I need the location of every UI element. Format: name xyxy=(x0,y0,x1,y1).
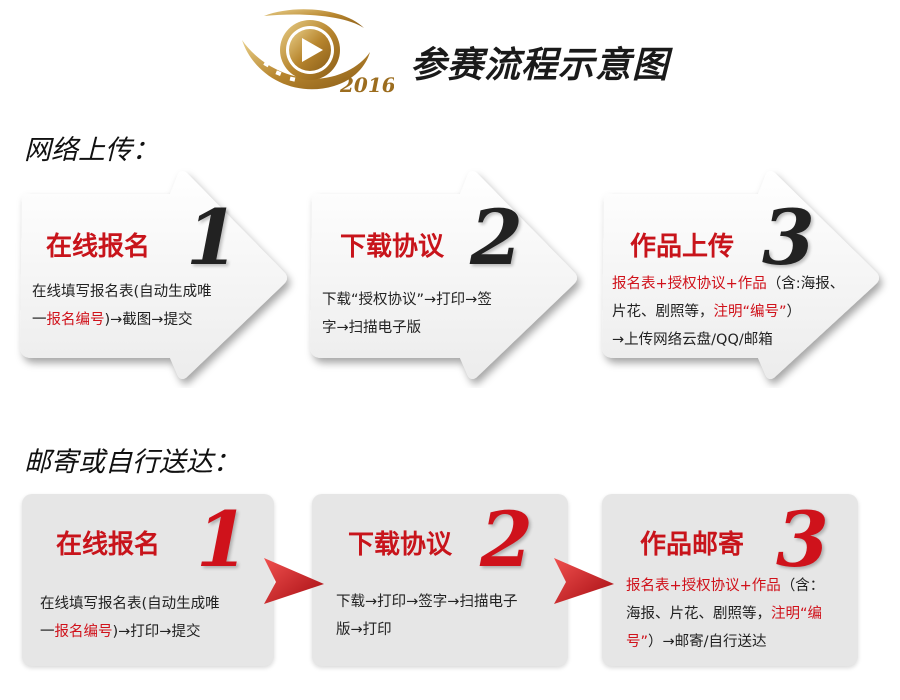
step-number-online-1: 1 xyxy=(186,193,239,282)
red-arrow-icon xyxy=(554,558,614,604)
step-box-mail-2 xyxy=(312,494,568,666)
step-box-mail-3 xyxy=(602,494,858,666)
page-title: 参赛流程示意图 xyxy=(410,45,670,86)
step-desc-online-2: 下载“授权协议”→打印→签 字→扫描电子版 xyxy=(322,292,492,336)
step-title-mail-3: 作品邮寄 xyxy=(640,530,745,560)
step-title-mail-1: 在线报名 xyxy=(56,530,161,560)
arrow-shape-online-2 xyxy=(310,171,577,379)
step-desc-mail-3: 报名表+授权协议+作品（含： 海报、片花、剧照等，注明“编 号”）→邮寄/自行送… xyxy=(626,578,825,650)
step-number-mail-2: 2 xyxy=(480,495,533,584)
red-arrow-icon xyxy=(264,558,324,604)
step-number-mail-1: 1 xyxy=(196,495,249,584)
step-box-mail-1 xyxy=(22,494,274,666)
step-title-online-1: 在线报名 xyxy=(46,232,151,262)
step-title-mail-2: 下载协议 xyxy=(348,530,453,560)
step-desc-mail-1: 在线填写报名表(自动生成唯 一报名编号)→打印→提交 xyxy=(40,596,220,640)
step-number-online-3: 3 xyxy=(762,193,815,282)
step-number-mail-3: 3 xyxy=(776,495,829,584)
film-reel-logo: 2016 xyxy=(242,9,394,97)
step-desc-mail-2: 下载→打印→签字→扫描电子 版→打印 xyxy=(336,594,518,638)
arrow-shape-online-1 xyxy=(20,171,287,379)
step-desc-online-1: 在线填写报名表(自动生成唯 一报名编号)→截图→提交 xyxy=(32,284,212,328)
arrow-shape-online-3 xyxy=(602,171,879,379)
step-title-online-2: 下载协议 xyxy=(340,232,445,262)
step-desc-online-3: 报名表+授权协议+作品（含:海报、 片花、剧照等，注明“编号”） →上传网络云盘… xyxy=(612,276,845,348)
step-title-online-3: 作品上传 xyxy=(630,232,735,262)
section-label-online: 网络上传： xyxy=(24,135,159,166)
step-number-online-2: 2 xyxy=(470,193,523,282)
section-label-mail: 邮寄或自行送达： xyxy=(24,447,240,478)
logo-year: 2016 xyxy=(339,73,394,97)
